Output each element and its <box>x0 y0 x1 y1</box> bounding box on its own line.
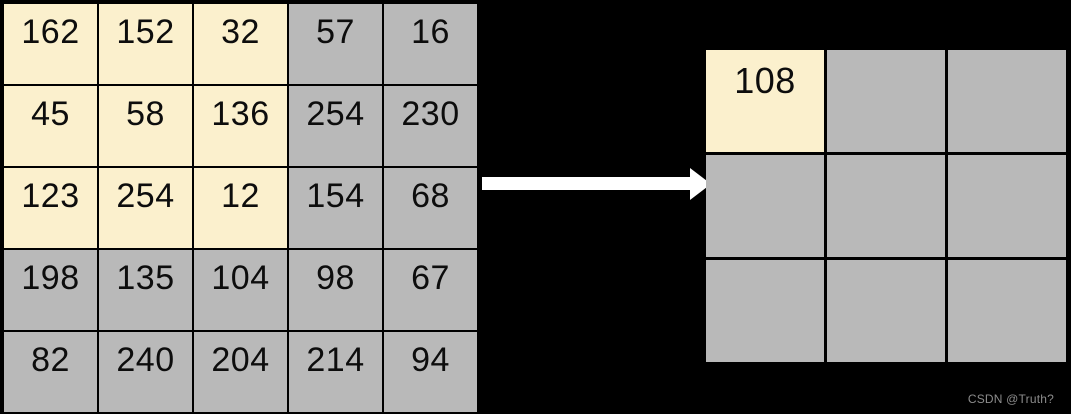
input-cell-r1-c2: 136 <box>194 86 287 166</box>
input-cell-r1-c3: 254 <box>289 86 382 166</box>
output-cell-r0-c1 <box>827 50 945 152</box>
input-cell-r4-c0: 82 <box>4 332 97 412</box>
input-cell-r3-c3: 98 <box>289 250 382 330</box>
output-cell-r1-c1 <box>827 155 945 257</box>
output-cell-r1-c2 <box>948 155 1066 257</box>
input-cell-r2-c1: 254 <box>99 168 192 248</box>
input-cell-r0-c1: 152 <box>99 4 192 84</box>
output-cell-r2-c1 <box>827 260 945 362</box>
right-arrow-head <box>690 168 711 200</box>
watermark: CSDN @Truth? <box>967 392 1054 406</box>
input-cell-r0-c0: 162 <box>4 4 97 84</box>
input-cell-r4-c1: 240 <box>99 332 192 412</box>
input-cell-r4-c4: 94 <box>384 332 477 412</box>
input-cell-r3-c4: 67 <box>384 250 477 330</box>
output-matrix-grid: 108 <box>706 50 1066 362</box>
input-cell-r2-c4: 68 <box>384 168 477 248</box>
input-cell-r2-c0: 123 <box>4 168 97 248</box>
output-cell-r0-c0: 108 <box>706 50 824 152</box>
input-cell-r2-c2: 12 <box>194 168 287 248</box>
input-cell-r3-c0: 198 <box>4 250 97 330</box>
input-cell-r3-c2: 104 <box>194 250 287 330</box>
right-arrow-shaft <box>482 177 692 190</box>
input-cell-r3-c1: 135 <box>99 250 192 330</box>
input-cell-r1-c4: 230 <box>384 86 477 166</box>
input-cell-r4-c3: 214 <box>289 332 382 412</box>
input-cell-r1-c0: 45 <box>4 86 97 166</box>
input-cell-r4-c2: 204 <box>194 332 287 412</box>
output-cell-r1-c0 <box>706 155 824 257</box>
output-cell-r2-c2 <box>948 260 1066 362</box>
input-cell-r0-c2: 32 <box>194 4 287 84</box>
output-cell-r2-c0 <box>706 260 824 362</box>
output-cell-r0-c2 <box>948 50 1066 152</box>
input-cell-r0-c4: 16 <box>384 4 477 84</box>
input-cell-r0-c3: 57 <box>289 4 382 84</box>
input-cell-r1-c1: 58 <box>99 86 192 166</box>
input-cell-r2-c3: 154 <box>289 168 382 248</box>
